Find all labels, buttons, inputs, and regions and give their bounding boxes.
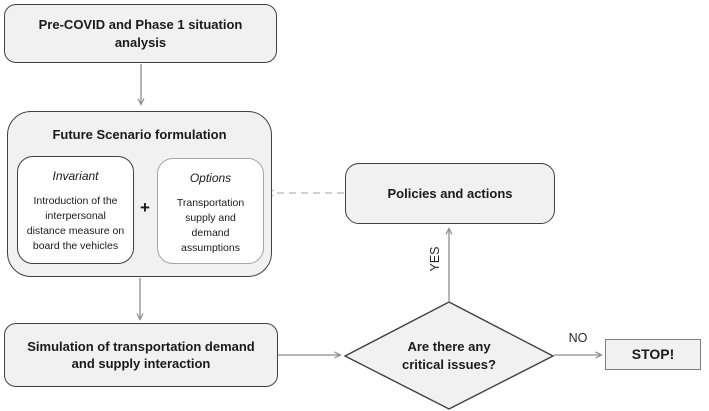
node-precovid-analysis-label: Pre-COVID and Phase 1 situation analysis (38, 17, 243, 50)
sub-box-invariant: Invariant Introduction of the interperso… (17, 156, 134, 264)
node-precovid-analysis: Pre-COVID and Phase 1 situation analysis (4, 4, 277, 63)
plus-sign: + (140, 198, 150, 217)
node-stop: STOP! (605, 339, 701, 370)
node-simulation-label: Simulation of transportation demand and … (27, 338, 255, 371)
future-scenario-title: Future Scenario formulation (52, 127, 227, 142)
node-simulation: Simulation of transportation demand and … (4, 323, 278, 387)
decision-diamond (343, 301, 555, 410)
node-future-scenario: Future Scenario formulation Invariant In… (7, 111, 272, 277)
node-stop-label: STOP! (631, 346, 675, 363)
edge-label-no: NO (568, 331, 588, 345)
invariant-title: Invariant (52, 169, 99, 183)
options-title: Options (189, 171, 232, 185)
decision-label: Are there any critical issues? (402, 339, 496, 372)
node-policies-actions-label: Policies and actions (387, 185, 513, 201)
invariant-body: Introduction of the interpersonal distan… (26, 194, 125, 253)
options-body: Transportation supply and demand assumpt… (176, 196, 245, 255)
node-policies-actions: Policies and actions (345, 163, 555, 224)
edge-label-yes: YES (428, 246, 442, 272)
sub-box-options: Options Transportation supply and demand… (157, 158, 264, 264)
